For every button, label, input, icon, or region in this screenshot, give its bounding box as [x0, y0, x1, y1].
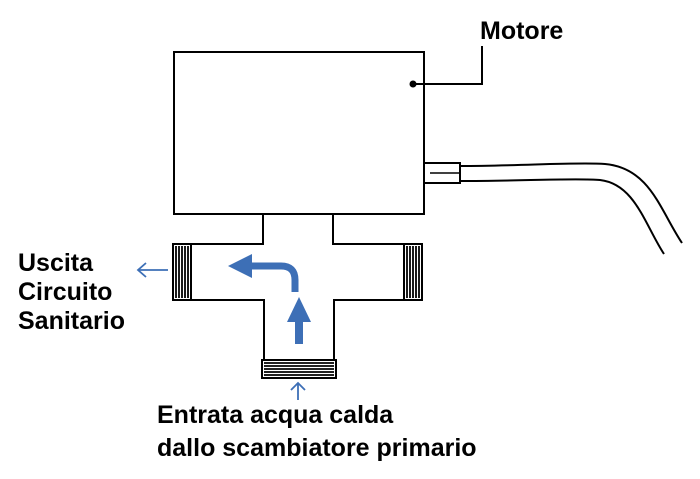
inlet-direction-arrow	[290, 381, 306, 400]
outlet-label-line: Uscita	[18, 249, 94, 277]
power-cable-upper	[459, 162, 683, 244]
right-port	[403, 243, 423, 301]
motor-leader-line	[413, 46, 483, 85]
outlet-label-line: Circuito	[18, 278, 113, 306]
outlet-direction-arrow	[136, 262, 168, 278]
power-cable-lower	[459, 178, 665, 255]
flow-arrow-up	[287, 297, 311, 344]
inlet-label-line: Entrata acqua calda	[157, 401, 394, 429]
inlet-label: Entrata acqua calda dallo scambiatore pr…	[157, 399, 477, 465]
inlet-port	[261, 359, 337, 379]
motor-label: Motore	[480, 17, 564, 45]
outlet-port	[172, 243, 192, 301]
motor-leader-dot	[409, 80, 417, 88]
outlet-label-line: Sanitario	[18, 307, 125, 335]
flow-arrow-curved	[228, 254, 299, 292]
inlet-label-line: dallo scambiatore primario	[157, 434, 477, 462]
motor-housing	[173, 51, 425, 215]
outlet-label: Uscita Circuito Sanitario	[18, 249, 125, 336]
